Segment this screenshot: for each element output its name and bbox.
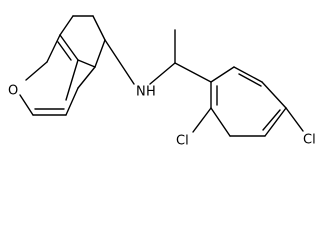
bond	[65, 87, 79, 116]
bond	[94, 39, 106, 68]
bond	[238, 73, 262, 87]
bond	[104, 39, 135, 85]
oxygen-label: O	[8, 84, 18, 99]
bond	[210, 107, 231, 137]
bond	[77, 66, 96, 89]
bond	[92, 15, 106, 41]
bond	[233, 66, 263, 83]
hydrogen-label: H	[146, 85, 156, 100]
bond	[46, 34, 61, 63]
bond	[19, 94, 34, 116]
bond	[261, 81, 287, 109]
bond	[77, 59, 96, 68]
bond	[264, 107, 287, 137]
bond	[174, 62, 212, 83]
bond	[57, 41, 72, 61]
bond	[59, 15, 74, 36]
structure-drawing: O N H Cl Cl	[8, 15, 316, 149]
bond	[149, 62, 176, 85]
nitrogen-label: N	[136, 85, 146, 100]
bond	[192, 107, 212, 133]
bond	[59, 34, 79, 61]
bond	[285, 107, 304, 132]
chlorine-ortho-label: Cl	[176, 134, 189, 149]
bond	[210, 66, 235, 83]
bond	[262, 109, 281, 131]
bond	[65, 59, 79, 101]
bond	[25, 61, 48, 81]
chlorine-para-label: Cl	[303, 133, 316, 148]
molecule-canvas: O N H Cl Cl	[8, 15, 316, 149]
